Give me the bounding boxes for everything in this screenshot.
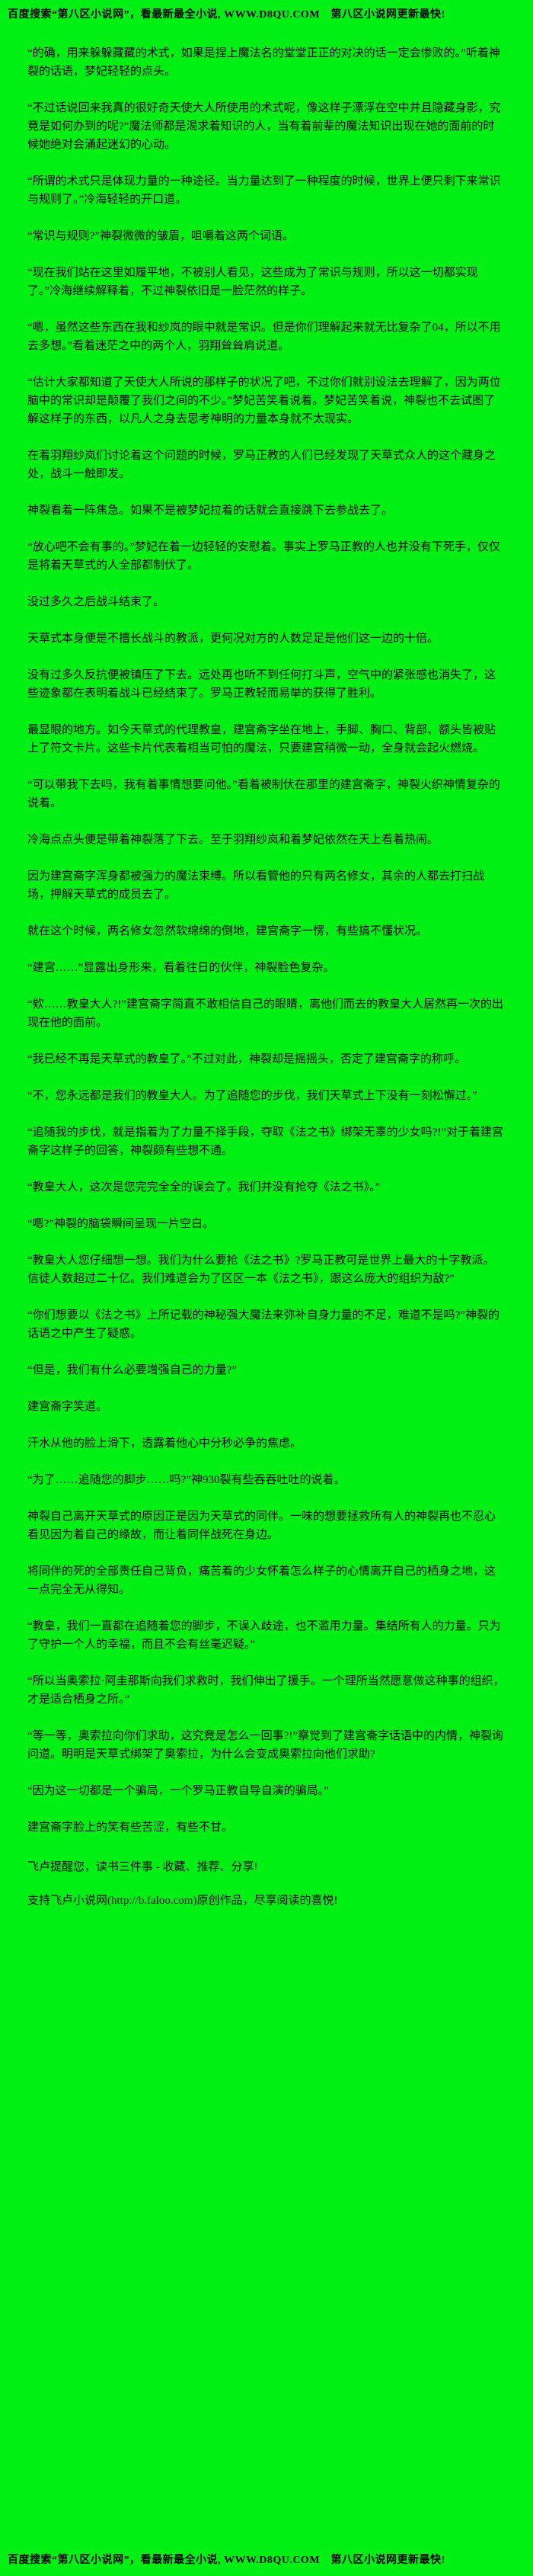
novel-paragraph: 建宫斋字笑道。 xyxy=(27,1401,108,1413)
novel-paragraph: 神裂看着一阵焦急。如果不是被梦妃拉着的话就会直接跳下去参战去了。 xyxy=(27,505,394,517)
novel-paragraph: 没有过多久反抗便被镇压了下去。远处再也听不到任何打斗声，空气中的紧张感也消失了，… xyxy=(27,669,496,700)
novel-paragraph: 没过多久之后战斗结束了。 xyxy=(27,596,165,608)
novel-paragraph: 天草式本身便是不擅长战斗的教派，更何况对方的人数足足是他们这一边的十倍。 xyxy=(27,633,439,645)
novel-paragraph: “所谓的术式只是体现力量的一种途径。当力量达到了一种程度的时候，世界上便只剩下来… xyxy=(27,175,501,206)
novel-paragraph: “教皇，我们一直都在追随着您的脚步，不误入歧途，也不滥用力量。集结所有人的力量。… xyxy=(27,1620,501,1651)
faloo-support-text: 支持飞卢小说网(http://b.faloo.com)原创作品，尽享阅读的喜悦! xyxy=(27,1895,338,1907)
novel-paragraph: “欸……教皇大人?!”建宫斋字简直不敢相信自己的眼睛，离他们而去的教皇大人居然再… xyxy=(27,998,503,1029)
site-promo-footer: 百度搜索“第八区小说网”，看最新最全小说, WWW.D8QU.COM 第八区小说… xyxy=(8,2555,445,2566)
novel-paragraph: 就在这个时候，两名修女忽然软绵绵的倒地，建宫斋字一愣，有些搞不懂状况。 xyxy=(27,925,428,937)
novel-paragraph: “现在我们站在这里如履平地，不被别人看见，这些成为了常识与规则，所以这一切都实现… xyxy=(27,267,478,297)
novel-paragraph: 最显眼的地方。如今天草式的代理教皇，建宫斋字坐在地上，手脚、胸口、背部、额头皆被… xyxy=(27,724,496,755)
novel-paragraph: “建宫……”显露出身形来，看着往日的伙伴，神裂脸色复杂。 xyxy=(27,962,335,974)
novel-paragraph: “但是，我们有什么必要增强自己的力量?” xyxy=(27,1364,237,1376)
novel-paragraph: “教皇大人，这次是您完完全全的误会了。我们并没有抢夺《法之书》。” xyxy=(27,1181,381,1193)
novel-paragraph: “教皇大人您仔细想一想。我们为什么要抢《法之书》?罗马正教可是世界上最大的十字教… xyxy=(27,1254,495,1285)
novel-paragraph: 冷海点点头便是带着神裂落了下去。至于羽翔纱岚和着梦妃依然在天上看着热闹。 xyxy=(27,834,439,846)
novel-paragraph: “等一等，奥索拉向你们求助，这究竟是怎么一回事?!”察觉到了建宫斋字话语中的内情… xyxy=(27,1730,503,1761)
chapter-content: “的确，用来躲躲藏藏的术式，如果是捏上魔法名的堂堂正正的对决的话一定会惨败的。”… xyxy=(0,24,533,1855)
novel-paragraph: 因为建宫斋字浑身都被强力的魔法束缚。所以看管他的只有两名修女，其余的人都去打扫战… xyxy=(27,870,485,901)
novel-paragraph: “可以带我下去吗，我有着事情想要问他。”看着被制伏在那里的建宫斋字，神裂火织神情… xyxy=(27,779,500,809)
novel-paragraph: “因为这一切都是一个骗局，一个罗马正教自导自演的骗局。” xyxy=(27,1785,329,1797)
novel-paragraph: “你们想要以《法之书》上所记载的神秘强大魔法来弥补自身力量的不足，难道不是吗?”… xyxy=(27,1309,499,1340)
site-promo-header: 百度搜索“第八区小说网”，看最新最全小说, WWW.D8QU.COM 第八区小说… xyxy=(8,9,445,21)
novel-paragraph: “不过话说回来我真的很好奇天使大人所使用的术式呢，像这样子漂浮在空中并且隐藏身影… xyxy=(27,102,501,151)
novel-paragraph: 建宫斋字脸上的笑有些苦涩，有些不甘。 xyxy=(27,1821,234,1834)
novel-paragraph: “我已经不再是天草式的教皇了。”不过对此，神裂却是摇摇头，否定了建宫斋字的称呼。 xyxy=(27,1053,466,1065)
novel-paragraph: 神裂自己离开天草式的原因正是因为天草式的同伴。一味的想要拯救所有人的神裂再也不忍… xyxy=(27,1511,496,1541)
novel-paragraph: “追随我的步伐，就是指着为了力量不择手段，夺取《法之书》绑架无辜的少女吗?!”对… xyxy=(27,1126,503,1157)
novel-paragraph: “嗯，虽然这些东西在我和纱岚的眼中就是常识。但是你们理解起来就无比复杂了04，所… xyxy=(27,322,501,352)
novel-paragraph: “嗯?”神裂的脑袋瞬间呈现一片空白。 xyxy=(27,1218,214,1230)
novel-paragraph: “不，您永远都是我们的教皇大人。为了追随您的步伐，我们天草式上下没有一刻松懈过。… xyxy=(27,1090,477,1102)
novel-paragraph: “放心吧不会有事的。”梦妃在着一边轻轻的安慰着。事实上罗马正教的人也并没有下死手… xyxy=(27,541,500,572)
novel-paragraph: 汗水从他的脸上滑下，透露着他心中分秒必争的焦虑。 xyxy=(27,1437,302,1450)
novel-paragraph: “为了……追随您的脚步……吗?”神930裂有些吞吞吐吐的说着。 xyxy=(27,1474,346,1486)
novel-paragraph: “所以当奥索拉·阿圭那斯向我们求救时，我们伸出了援手。一个理所当然愿意做这种事的… xyxy=(27,1675,505,1706)
novel-paragraph: 在着羽翔纱岚们讨论着这个问题的时候，罗马正教的人们已经发现了天草式众人的这个藏身… xyxy=(27,450,496,480)
novel-paragraph: “估计大家都知道了天使大人所说的那样子的状况了吧，不过你们就别设法去理解了，因为… xyxy=(27,376,501,425)
novel-paragraph: “常识与规则?”神裂微微的皱眉，咀嚼着这两个词语。 xyxy=(27,230,294,242)
novel-paragraph: “的确，用来躲躲藏藏的术式，如果是捏上魔法名的堂堂正正的对决的话一定会惨败的。”… xyxy=(27,47,500,78)
reading-reminder-text: 飞卢提醒您，读书三件事 - 收藏、推荐、分享! xyxy=(27,1861,258,1873)
faloo-notes: 飞卢提醒您，读书三件事 - 收藏、推荐、分享! 支持飞卢小说网(http://b… xyxy=(0,1855,533,1939)
novel-paragraph: 将同伴的死的全部责任自己背负，痛苦着的少女怀着怎么样子的心情离开自己的栖身之地，… xyxy=(27,1565,496,1596)
